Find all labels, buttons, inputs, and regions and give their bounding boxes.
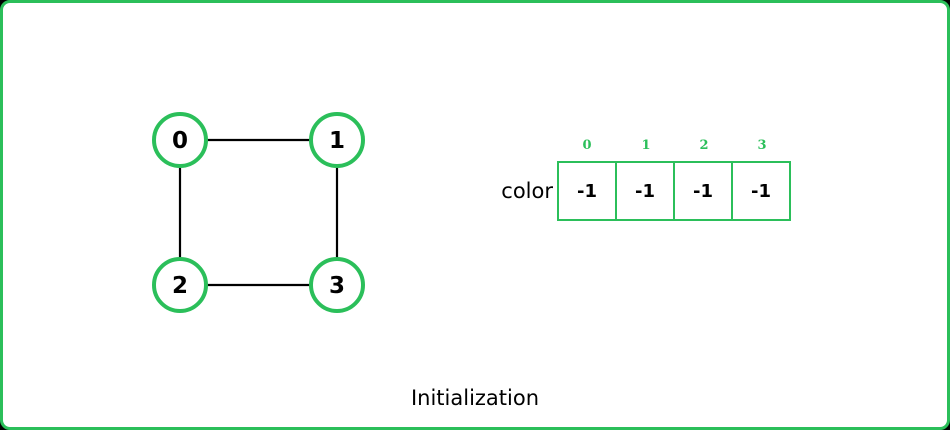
array-cell: -1 (673, 161, 733, 221)
array-column: 2 -1 (673, 135, 733, 221)
color-array-label: color (501, 179, 553, 203)
color-array: color 0 -1 1 -1 2 -1 3 -1 (491, 135, 791, 221)
color-array-cells: 0 -1 1 -1 2 -1 3 -1 (557, 135, 791, 221)
node-2: 2 (152, 257, 208, 313)
diagram-caption: Initialization (410, 386, 540, 410)
array-cell: -1 (731, 161, 791, 221)
array-index: 0 (582, 138, 592, 153)
node-2-label: 2 (172, 273, 188, 299)
node-1: 1 (309, 112, 365, 168)
array-cell: -1 (557, 161, 617, 221)
node-3: 3 (309, 257, 365, 313)
array-column: 3 -1 (731, 135, 791, 221)
node-1-label: 1 (329, 128, 345, 154)
node-0-label: 0 (172, 128, 188, 154)
node-3-label: 3 (329, 273, 345, 299)
array-cell: -1 (615, 161, 675, 221)
array-column: 1 -1 (615, 135, 675, 221)
graph: 0 1 2 3 (152, 112, 365, 313)
array-column: 0 -1 (557, 135, 617, 221)
array-index: 3 (757, 138, 767, 153)
array-index: 1 (641, 138, 651, 153)
array-index: 2 (699, 138, 709, 153)
node-0: 0 (152, 112, 208, 168)
